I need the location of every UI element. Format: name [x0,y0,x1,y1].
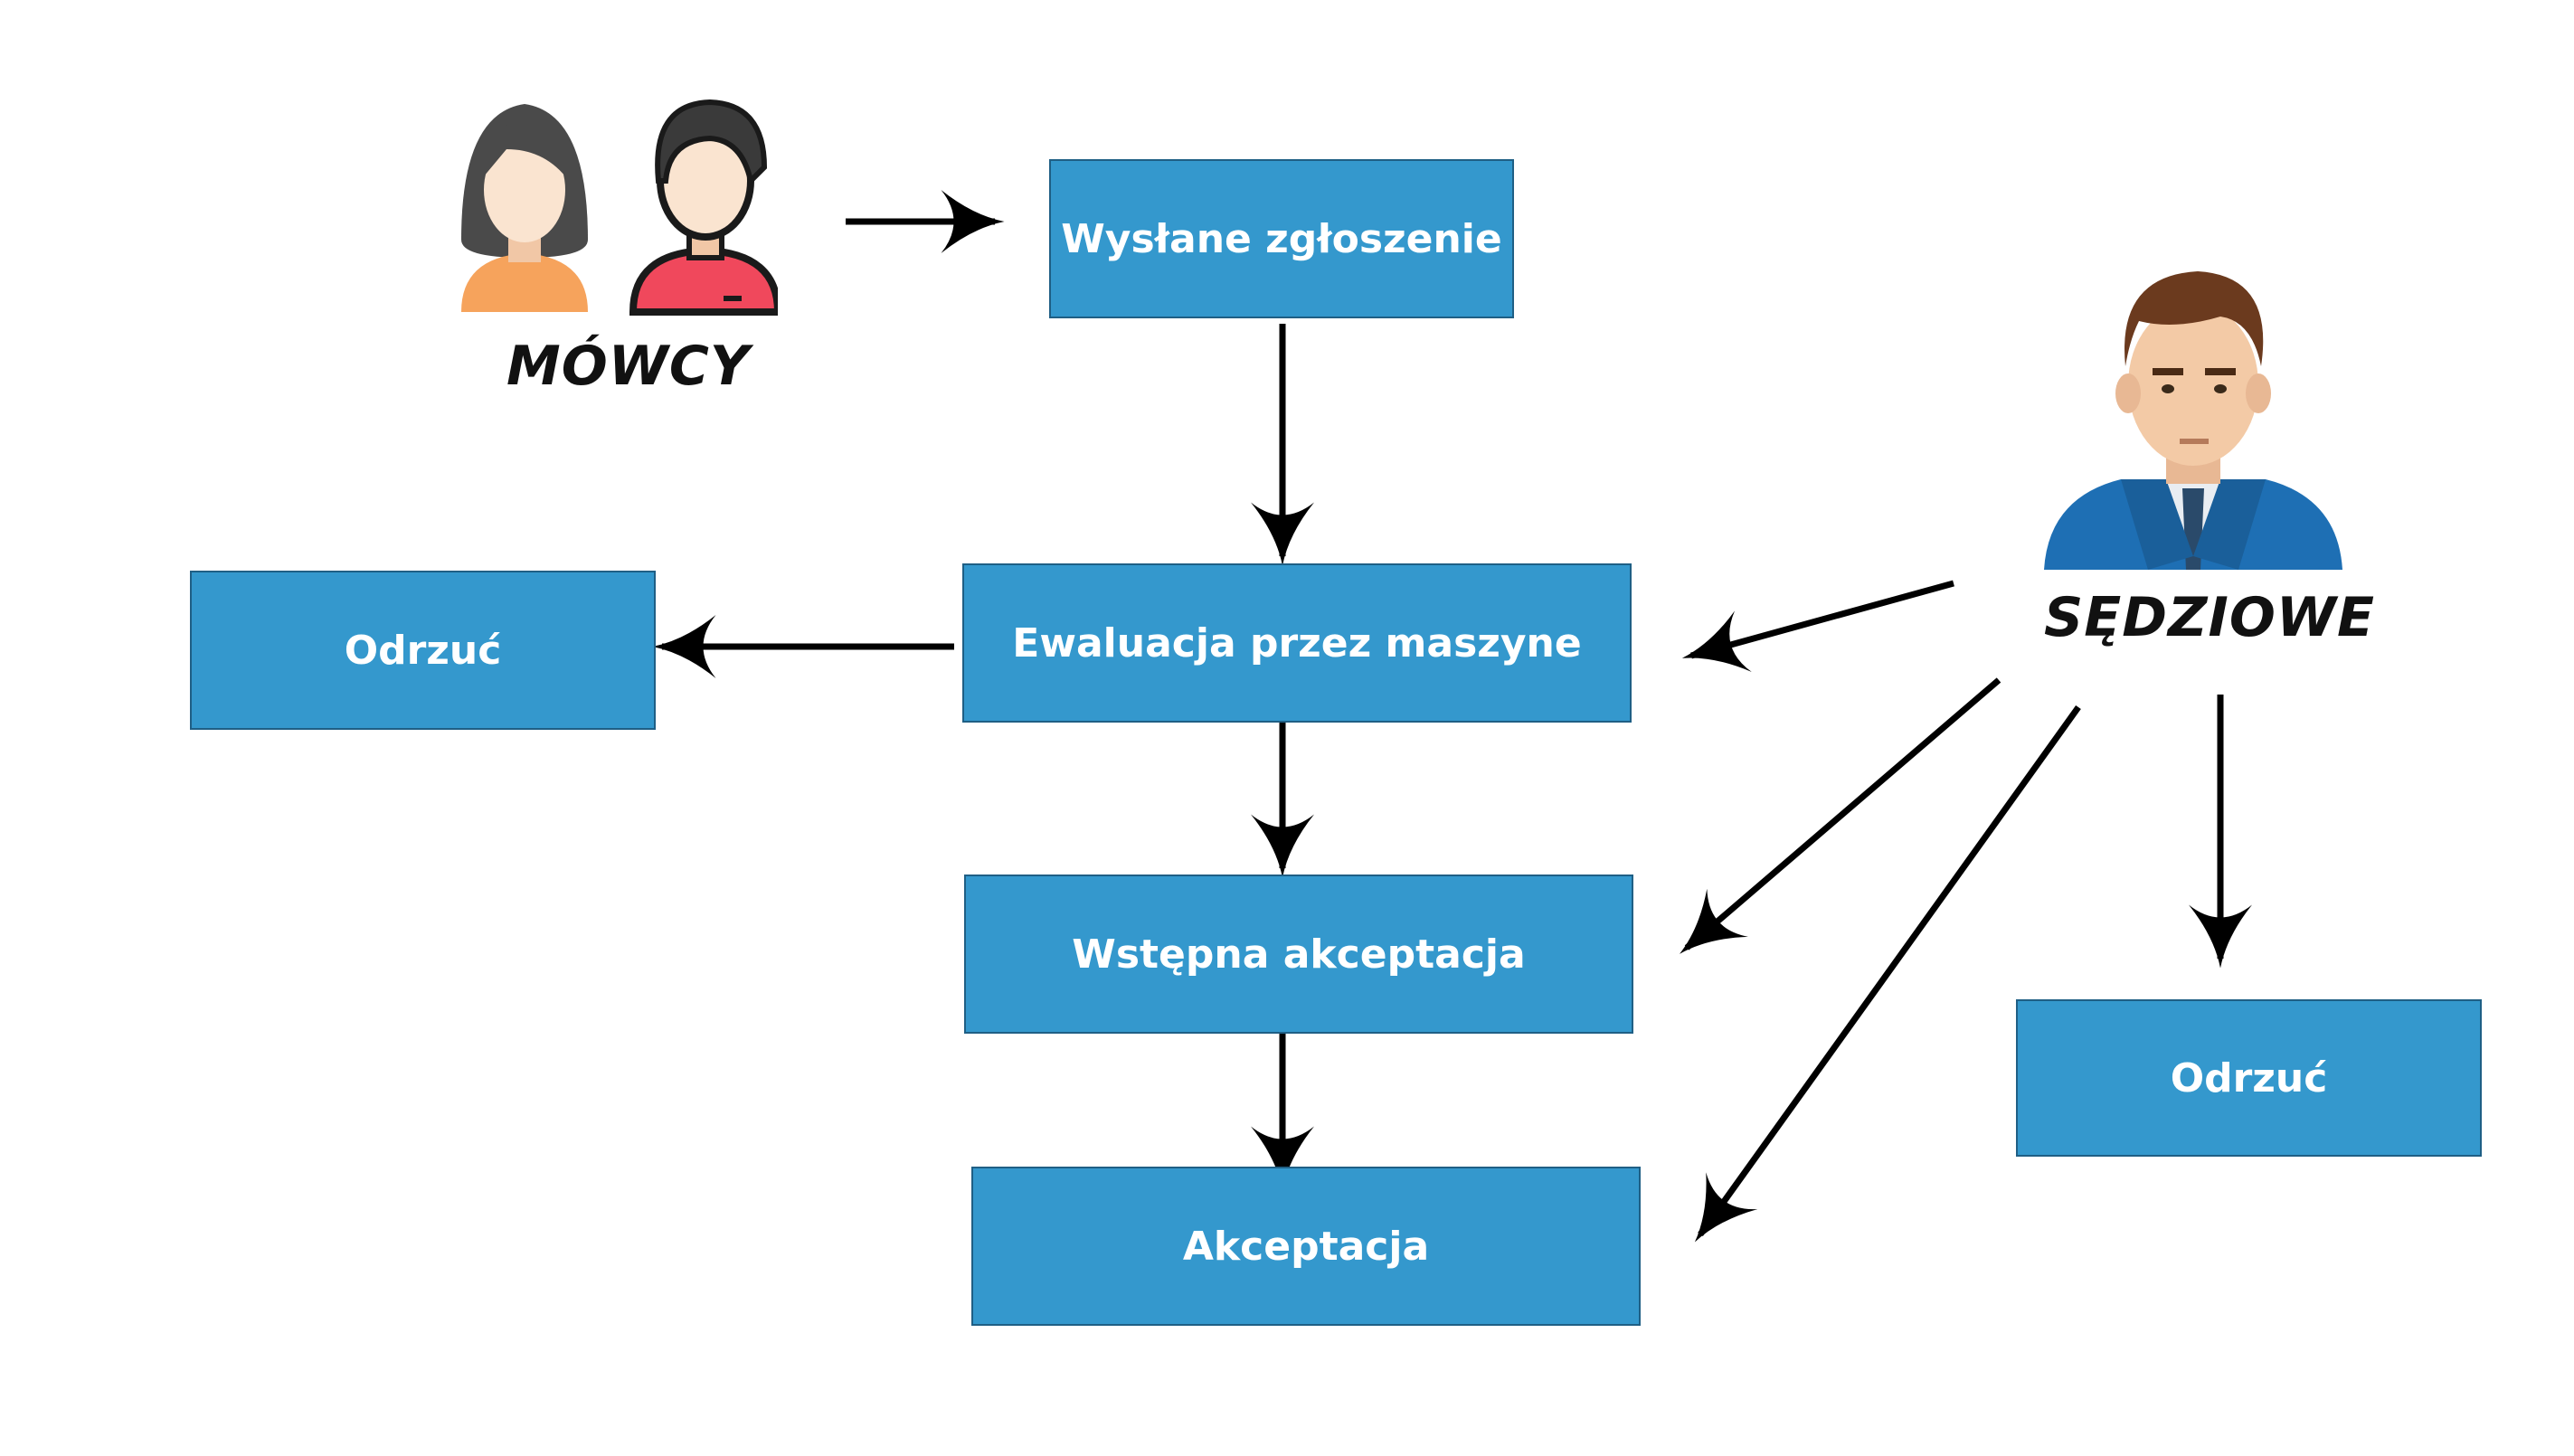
reject-left-box: Odrzuć [190,571,656,730]
speakers-label: Mówcy [506,335,751,398]
submitted-box: Wysłane zgłoszenie [1049,159,1514,318]
arrow-judges-to-accept [1694,704,2081,1243]
accept-box: Akceptacja [971,1167,1641,1326]
reject-right-box: Odrzuć [2016,999,2482,1157]
pre-accept-box: Wstępna akceptacja [964,875,1633,1034]
judges-label: Sędziowe [2044,586,2376,649]
speakers-icon [461,99,778,316]
arrow-judges-to-eval [1681,580,1954,672]
judge-icon [2044,271,2342,570]
machine-eval-box: Ewaluacja przez maszyne [962,563,1632,723]
arrow-judges-to-preaccept [1680,677,2001,954]
